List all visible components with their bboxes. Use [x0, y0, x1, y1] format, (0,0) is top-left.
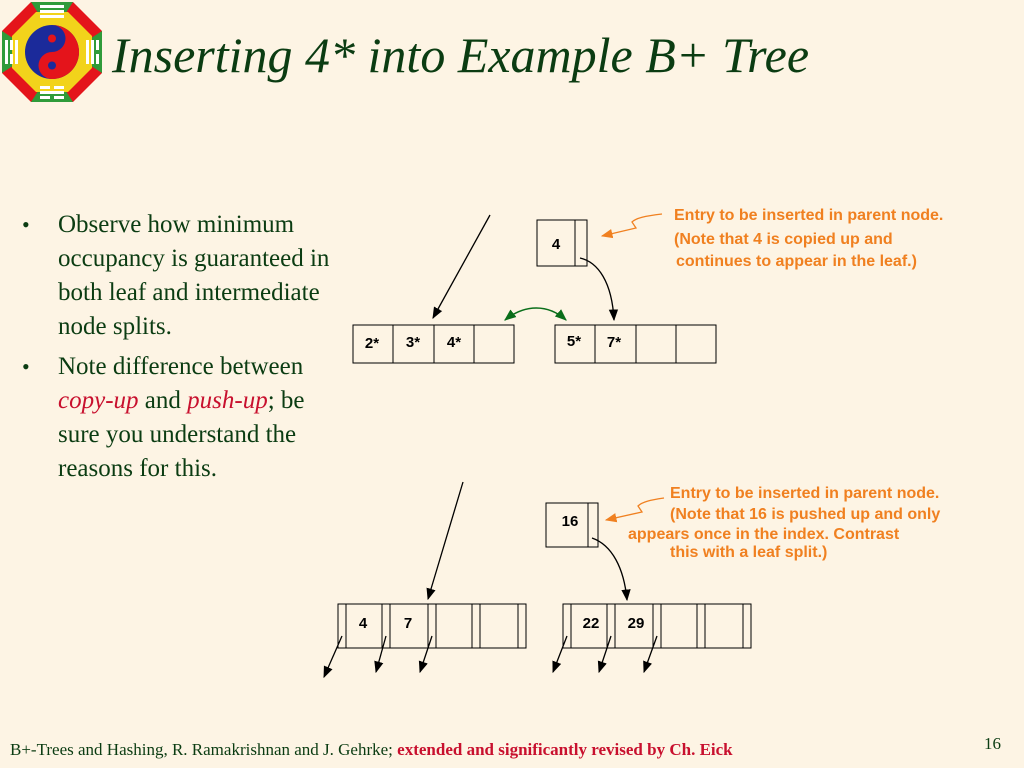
bullet-text: Note difference between	[58, 353, 304, 380]
bullet-text: and	[138, 387, 188, 414]
leaf-entry-3: 3*	[406, 334, 420, 351]
bullet-text: Observe how minimum occupancy is guarant…	[58, 211, 330, 340]
push-up-term: push-up	[187, 387, 268, 414]
child-pointer-arrow	[643, 635, 658, 674]
pointer-arrow	[591, 537, 631, 602]
bullet-dot-icon: •	[22, 354, 30, 379]
svg-text:Entry to be inserted in parent: Entry to be inserted in parent node.	[670, 485, 939, 502]
index-key-4: 4	[359, 615, 368, 632]
svg-text:Entry to be inserted in parent: Entry to be inserted in parent node.	[674, 207, 943, 224]
copy-up-term: copy-up	[58, 387, 139, 414]
parent-key-4: 4	[552, 236, 561, 253]
page-number: 16	[984, 734, 1001, 753]
note-pointer-arrow	[604, 497, 665, 523]
child-pointer-arrow	[552, 635, 568, 674]
footer-emphasis: extended and significantly revised by Ch…	[397, 740, 733, 759]
parent-node-leaf-split: 4	[536, 219, 588, 267]
child-pointer-arrow	[374, 635, 387, 674]
index-split-note: Entry to be inserted in parent node. (No…	[628, 485, 940, 561]
left-index-node: 4 7	[337, 603, 527, 649]
svg-text:continues to appear in the lea: continues to appear in the leaf.)	[676, 253, 917, 270]
bullet-list: • Observe how minimum occupancy is guara…	[18, 208, 338, 492]
leaf-entry-2: 2*	[365, 335, 379, 352]
pointer-arrow	[426, 481, 464, 601]
index-split-group: 16 4 7	[323, 481, 940, 679]
pointer-arrow	[432, 214, 491, 320]
pointer-arrow	[579, 257, 619, 322]
note-pointer-arrow	[600, 213, 663, 239]
svg-text:(Note that 16 is pushed up and: (Note that 16 is pushed up and only	[670, 506, 940, 523]
right-leaf-node: 5* 7*	[554, 324, 717, 364]
child-pointer-arrow	[323, 635, 343, 679]
svg-text:(Note that 4 is copied up and: (Note that 4 is copied up and	[674, 231, 893, 248]
leaf-entry-4: 4*	[447, 334, 461, 351]
svg-text:appears once in the index. Con: appears once in the index. Contrast	[628, 526, 900, 543]
leaf-entry-5: 5*	[567, 333, 581, 350]
index-key-22: 22	[583, 615, 600, 632]
child-pointer-arrow	[597, 635, 612, 674]
bullet-dot-icon: •	[22, 212, 30, 237]
child-pointer-arrows	[323, 635, 658, 679]
footer: B+-Trees and Hashing, R. Ramakrishnan an…	[10, 740, 733, 760]
index-key-29: 29	[628, 615, 645, 632]
slide-title: Inserting 4* into Example B+ Tree	[112, 27, 810, 83]
parent-node-index-split: 16	[545, 502, 599, 548]
child-pointer-arrow	[418, 635, 433, 674]
leaf-entry-7: 7*	[607, 334, 621, 351]
leaf-split-note: Entry to be inserted in parent node. (No…	[674, 207, 943, 270]
footer-text: B+-Trees and Hashing, R. Ramakrishnan an…	[10, 740, 398, 759]
svg-text:this with a leaf split.): this with a leaf split.)	[670, 544, 827, 561]
bagua-logo	[2, 2, 102, 102]
sibling-link-arrow	[504, 307, 567, 321]
bullet-text: ; be sure you understand the reasons for…	[58, 387, 305, 482]
left-leaf-node: 2* 3* 4*	[352, 324, 515, 364]
leaf-split-group: 4 2* 3* 4* 5* 7*	[352, 207, 943, 364]
parent-key-16: 16	[562, 513, 579, 530]
right-index-node: 22 29	[562, 603, 752, 649]
bullet-item: • Note difference between copy-up and pu…	[18, 350, 338, 486]
bullet-item: • Observe how minimum occupancy is guara…	[18, 208, 338, 344]
index-key-7: 7	[404, 615, 412, 632]
